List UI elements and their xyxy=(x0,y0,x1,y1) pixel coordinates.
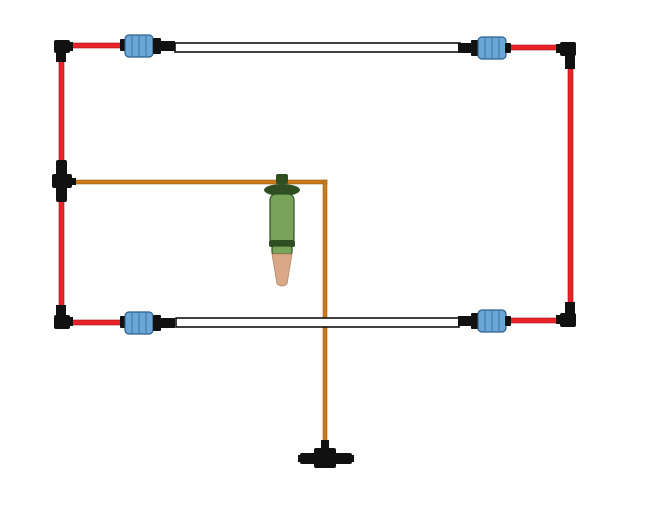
elbow-fitting-bottom-left xyxy=(54,305,73,329)
red-tube-left-lower xyxy=(58,196,65,308)
drip-stake xyxy=(264,174,300,287)
red-tube-right xyxy=(567,67,574,307)
red-tubing xyxy=(58,42,574,326)
red-tube-left-upper xyxy=(58,59,65,166)
orange-tube-vertical xyxy=(322,179,328,449)
tee-fitting-bottom xyxy=(298,440,354,468)
clear-tube-top xyxy=(174,42,461,53)
red-tube-top-right xyxy=(504,44,561,51)
red-tube-bottom-left xyxy=(69,319,123,326)
clear-tubing xyxy=(174,42,461,328)
orange-tube-horizontal xyxy=(71,179,328,185)
blue-connector-top-right xyxy=(458,36,511,60)
elbow-fitting-top-left xyxy=(54,40,73,62)
elbow-fitting-bottom-right xyxy=(556,302,576,327)
red-tube-top-left xyxy=(69,42,123,49)
red-tube-bottom-right xyxy=(509,317,561,324)
blue-connector-bottom-right xyxy=(458,309,511,333)
blue-connector-top-left xyxy=(120,34,175,58)
blue-connector-bottom-left xyxy=(120,311,175,335)
elbow-fitting-top-right xyxy=(556,42,576,69)
clear-tube-bottom xyxy=(175,317,460,328)
tee-fitting-left xyxy=(52,160,76,202)
